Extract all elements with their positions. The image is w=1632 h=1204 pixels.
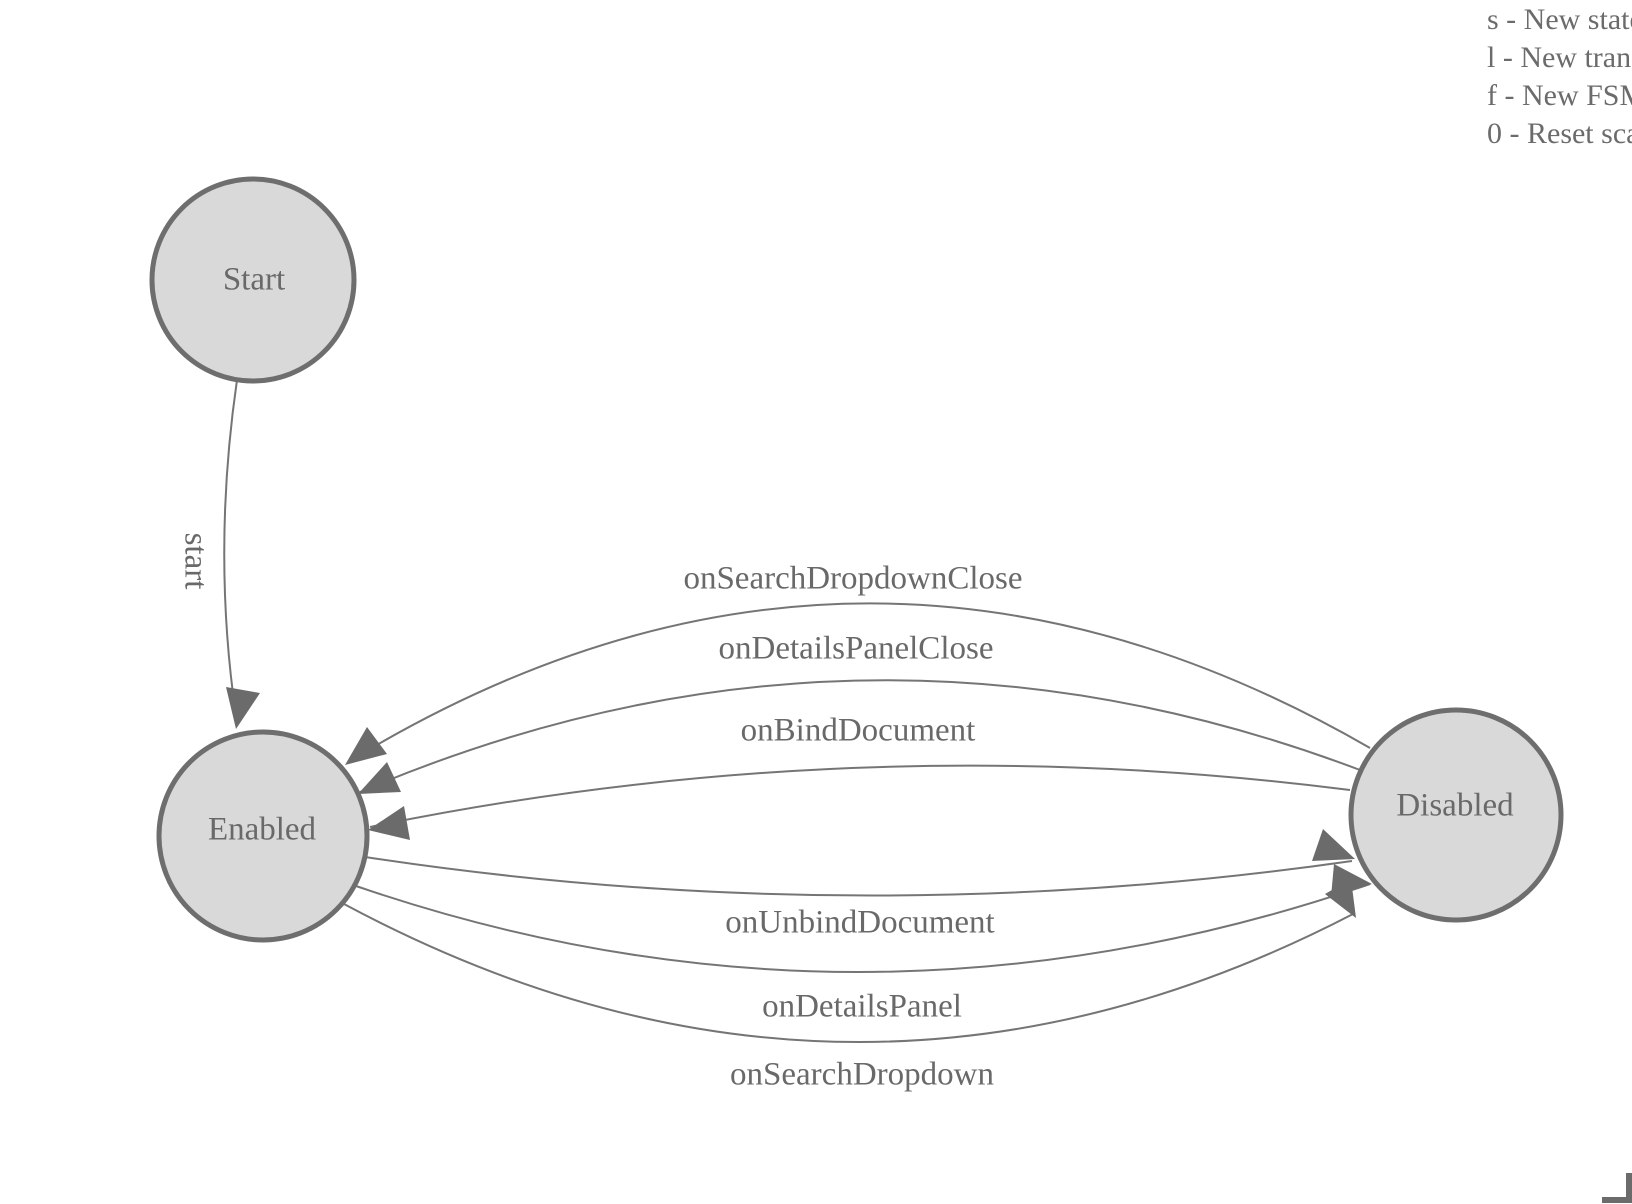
state-node-enabled[interactable]: Enabled (156, 729, 370, 943)
arrowhead-icon (368, 806, 410, 840)
transition-label-start[interactable]: start (177, 533, 213, 590)
shortcut-legend: s - New state l - New transition f - New… (1487, 3, 1632, 150)
legend-line-new-fsm: f - New FSM (1487, 79, 1632, 112)
transition-onDetailsPanelClose[interactable]: onDetailsPanelClose (358, 631, 1361, 794)
transition-path-onDetailsPanelClose[interactable] (359, 679, 1361, 793)
legend-line-reset: 0 - Reset scale (1487, 117, 1632, 150)
transition-label-onBindDocument[interactable]: onBindDocument (741, 713, 976, 749)
transition-onUnbindDocument[interactable]: onUnbindDocument (364, 829, 1355, 941)
arrowhead-icon (358, 762, 401, 794)
transition-path-onSearchDropdownClose[interactable] (347, 602, 1371, 763)
transition-label-onSearchDropdown[interactable]: onSearchDropdown (730, 1057, 994, 1093)
arrowhead-icon (345, 727, 387, 765)
state-label-enabled: Enabled (208, 812, 317, 848)
transition-path-onDetailsPanel[interactable] (355, 883, 1371, 973)
transition-path-onUnbindDocument[interactable] (364, 856, 1353, 897)
arrowhead-icon (226, 687, 260, 729)
legend-line-new-transition: l - New transition (1487, 41, 1632, 74)
transition-onSearchDropdownClose[interactable]: onSearchDropdownClose (345, 561, 1371, 765)
legend-line-new-state: s - New state (1487, 3, 1632, 36)
state-label-start: Start (223, 262, 285, 298)
transition-path-onBindDocument[interactable] (369, 764, 1351, 828)
transition-path-onSearchDropdown[interactable] (343, 903, 1354, 1043)
transition-onDetailsPanel[interactable]: onDetailsPanel (355, 864, 1372, 1025)
corner-vertical-line (1626, 1173, 1632, 1203)
transition-onSearchDropdown[interactable]: onSearchDropdown (343, 879, 1356, 1093)
transition-path-start[interactable] (223, 379, 238, 717)
state-circle-enabled[interactable] (156, 729, 370, 943)
transition-onBindDocument[interactable]: onBindDocument (368, 713, 1351, 840)
state-label-disabled: Disabled (1396, 788, 1514, 824)
state-circle-start[interactable] (149, 176, 357, 384)
transition-label-onDetailsPanelClose[interactable]: onDetailsPanelClose (719, 631, 994, 667)
transition-start[interactable]: start (177, 379, 260, 729)
transition-label-onUnbindDocument[interactable]: onUnbindDocument (725, 905, 994, 941)
state-circle-disabled[interactable] (1348, 707, 1564, 923)
canvas-corner-mark (1602, 1173, 1632, 1203)
arrowhead-icon (1312, 829, 1355, 861)
arrowhead-icon (1325, 879, 1356, 918)
transition-label-onSearchDropdownClose[interactable]: onSearchDropdownClose (683, 561, 1022, 597)
state-node-disabled[interactable]: Disabled (1348, 707, 1564, 923)
transition-label-onDetailsPanel[interactable]: onDetailsPanel (762, 989, 962, 1025)
state-node-start[interactable]: Start (149, 176, 357, 384)
corner-horizontal-line (1602, 1197, 1632, 1203)
